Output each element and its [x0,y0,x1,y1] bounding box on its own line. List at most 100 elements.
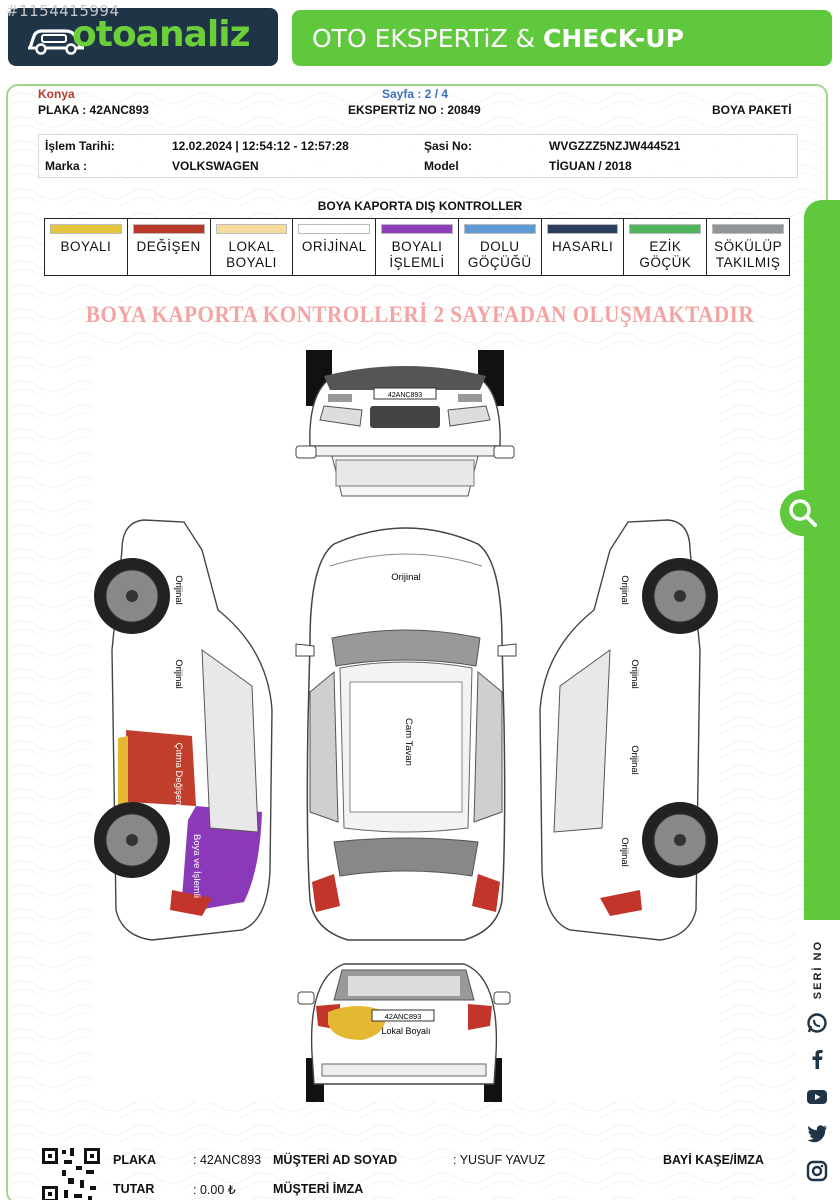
roof-label: Cam Tavan [403,718,414,766]
legend-swatch [463,224,536,234]
youtube-icon[interactable] [806,1086,828,1108]
brand-logo[interactable]: otoanaliz [8,8,278,66]
legend-swatch [298,224,371,234]
footer-plate-value: : 42ANC893 [193,1153,262,1167]
package-name: BOYA PAKETİ [712,103,792,117]
legend-label-line2: TAKILMIŞ [715,255,781,270]
top-bar: otoanaliz OTO EKSPERTiZ & CHECK-UP [8,8,832,68]
amount-label: TUTAR [113,1182,155,1196]
legend-swatch [132,224,205,234]
legend-label-line1: DEĞİŞEN [136,239,201,254]
legend-swatch [712,224,785,234]
top-view: Orijinal Cam Tavan [295,527,517,941]
whatsapp-icon[interactable] [806,1012,828,1034]
facebook-icon[interactable] [806,1048,828,1070]
legend-label-line1: EZİK [649,239,682,254]
legend-label-line2: BOYALI [226,255,277,270]
warning-banner: BOYA KAPORTA KONTROLLERİ 2 SAYFADAN OLUŞ… [85,302,755,327]
legend-swatch [381,224,453,234]
search-button[interactable] [780,490,826,536]
legend-label-line1: SÖKÜLÜP [714,239,783,254]
legend-item: HASARLI [542,219,625,275]
right-rear-fender-label: Orijinal [619,837,630,867]
legend-label: HASARLI [542,239,624,255]
amount-value: : 0.00 ₺ [193,1183,236,1197]
right-front-fender-label: Orijinal [619,575,630,605]
report-number: EKSPERTİZ NO : 20849 [348,103,481,117]
legend-label: DEĞİŞEN [128,239,210,255]
legend-label: ORİJİNAL [293,239,375,255]
model-value: TİGUAN / 2018 [549,159,632,173]
title-banner: OTO EKSPERTiZ & CHECK-UP [292,10,832,66]
twitter-icon[interactable] [806,1122,828,1144]
legend-swatch [215,224,288,234]
chassis-label: Şasi No: [424,139,473,153]
serial-label: SERİ NO [812,940,824,1000]
legend-label-line1: HASARLI [551,239,614,254]
legend-item: BOYALI [45,219,128,275]
left-front-door-label: Orijinal [173,659,184,689]
car-diagram: 42ANC893 Orijinal Cam Tavan [92,350,720,1104]
right-side-view: Orijinal Orijinal Orijinal Orijinal [539,519,718,941]
legend-title: BOYA KAPORTA DIŞ KONTROLLER [317,199,523,213]
left-front-fender-label: Orijinal [173,575,184,605]
legend-swatch [50,224,122,234]
hood-label: Orijinal [391,572,421,583]
front-plate: 42ANC893 [388,392,422,399]
chassis-value: WVGZZZ5NZJW444521 [549,139,681,153]
customer-signature-label: MÜŞTERİ İMZA [273,1182,364,1196]
brand-label: Marka : [45,159,88,173]
footer-info: PLAKA : 42ANC893 MÜŞTERİ AD SOYAD : YUSU… [28,1140,798,1200]
customer-name-label: MÜŞTERİ AD SOYAD [273,1153,398,1167]
legend-item: ORİJİNAL [293,219,377,275]
right-rear-door-label: Orijinal [629,745,640,775]
dealer-signature-label: BAYİ KAŞE/İMZA [663,1153,764,1167]
search-icon [789,499,817,527]
date-value: 12.02.2024 | 12:54:12 - 12:57:28 [172,139,349,153]
customer-name-value: : YUSUF YAVUZ [453,1153,546,1167]
right-front-door-label: Orijinal [629,659,640,689]
image-id-watermark: #1154415994 [6,2,120,20]
legend-label-line1: BOYALI [60,239,112,254]
left-rear-door-label: Çıtma Değişen [173,743,184,806]
page-title: OTO EKSPERTiZ & CHECK-UP [312,24,684,53]
legend-label-line1: LOKAL [228,239,275,254]
left-side-view: Orijinal Orijinal Çıtma Değişen Boya ve … [94,519,273,941]
legend-label-line2: İŞLEMLİ [389,255,445,270]
vehicle-info: İşlem Tarihi: 12.02.2024 | 12:54:12 - 12… [38,134,798,178]
front-view: 42ANC893 [295,350,515,497]
legend-item: DEĞİŞEN [128,219,211,275]
legend-label-line1: BOYALI [391,239,443,254]
rear-view: 42ANC893 Lokal Boyalı [297,963,511,1104]
date-label: İşlem Tarihi: [45,139,115,153]
legend-label-line1: ORİJİNAL [301,239,367,254]
page-indicator: Sayfa : 2 / 4 [382,87,449,101]
plate-header: PLAKA : 42ANC893 [38,103,149,117]
rear-plate: 42ANC893 [385,1012,422,1021]
brand-value: VOLKSWAGEN [172,159,259,173]
city: Konya [38,87,75,101]
legend-label-line2: GÖÇÜK [639,255,692,270]
legend-swatch [546,224,619,234]
left-rear-fender-label: Boya ve İşlemli [191,834,202,898]
car-icon [28,29,84,55]
instagram-icon[interactable] [806,1160,828,1182]
legend-swatch [629,224,702,234]
logo-text: otoanaliz [72,14,251,55]
model-label: Model [424,159,459,173]
legend-label-line1: DOLU [480,239,520,254]
legend-label: BOYALI [45,239,127,255]
footer-plate-label: PLAKA [113,1153,157,1167]
rear-label: Lokal Boyalı [381,1026,430,1036]
